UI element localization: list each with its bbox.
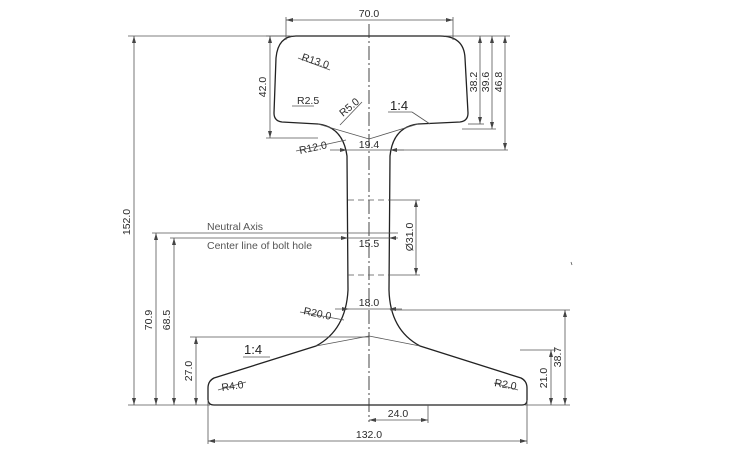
dim-base-edge: 27.0 <box>183 336 369 405</box>
dim-base-half-text: 24.0 <box>388 408 409 420</box>
head-slope-line <box>317 123 419 140</box>
dim-total-height-text: 152.0 <box>121 209 133 235</box>
radius-r13-text: R13.0 <box>300 51 331 71</box>
dim-head-right: 38.2 39.6 46.8 <box>390 35 510 151</box>
dim-base-right: 21.0 38.7 <box>390 309 570 406</box>
radius-r2-text: R2.0 <box>493 377 517 393</box>
dim-bolt-height-text: 68.5 <box>161 310 173 331</box>
dim-bolt-hole: Ø31.0 <box>389 199 420 276</box>
base-slope-line <box>315 335 421 347</box>
dim-bolt-hole-text: Ø31.0 <box>404 223 416 252</box>
dim-web-mid: 15.5 <box>341 236 396 250</box>
stray-mark <box>570 261 573 266</box>
dim-21-text: 21.0 <box>538 368 550 389</box>
dim-neutral-height: 70.9 <box>143 233 158 405</box>
dim-web-top: 19.4 <box>330 139 404 152</box>
dim-head-width: 70.0 <box>285 8 454 40</box>
dim-head-height: 42.0 <box>257 35 318 139</box>
dim-bolt-height: 68.5 <box>161 238 176 405</box>
base-slope-text: 1:4 <box>244 342 262 357</box>
dim-base-edge-text: 27.0 <box>183 361 195 382</box>
dim-neutral-height-text: 70.9 <box>143 310 155 331</box>
dim-head-width-text: 70.0 <box>359 8 380 20</box>
dim-base-width-text: 132.0 <box>356 429 382 441</box>
neutral-axis-group: Neutral Axis <box>152 221 398 234</box>
dim-web-top-text: 19.4 <box>359 139 380 151</box>
head-radii: R13.0 R2.5 R5.0 R12.0 <box>292 51 363 157</box>
dim-web-bottom-text: 18.0 <box>359 297 380 309</box>
bolt-hole-marks <box>348 199 389 276</box>
head-slope-text: 1:4 <box>390 98 408 113</box>
dim-base-width: 132.0 <box>207 400 528 444</box>
bolt-center-label: Center line of bolt hole <box>207 240 312 252</box>
radius-r2-5-text: R2.5 <box>297 95 319 107</box>
base-slope-label: 1:4 <box>243 342 270 358</box>
dim-38-2-text: 38.2 <box>468 72 480 93</box>
dim-38-7-text: 38.7 <box>552 347 564 368</box>
radius-r5-text: R5.0 <box>337 96 362 120</box>
radius-r4-text: R4.0 <box>221 379 245 394</box>
radius-r12-text: R12.0 <box>298 139 328 157</box>
dim-web-mid-text: 15.5 <box>359 238 380 250</box>
dim-base-half: 24.0 <box>369 405 429 423</box>
base-radii: R4.0 R2.0 <box>217 377 519 394</box>
dim-web-bottom: 18.0 <box>335 297 402 311</box>
radius-r20-text: R20.0 <box>302 305 332 323</box>
dim-head-height-text: 42.0 <box>257 77 269 98</box>
dim-46-8-text: 46.8 <box>493 72 505 93</box>
head-slope-label: 1:4 <box>388 98 431 125</box>
dim-39-6-text: 39.6 <box>480 72 492 93</box>
radius-r20: R20.0 <box>299 305 345 323</box>
bolt-center-group: Center line of bolt hole <box>170 237 398 252</box>
neutral-axis-label: Neutral Axis <box>207 221 263 233</box>
